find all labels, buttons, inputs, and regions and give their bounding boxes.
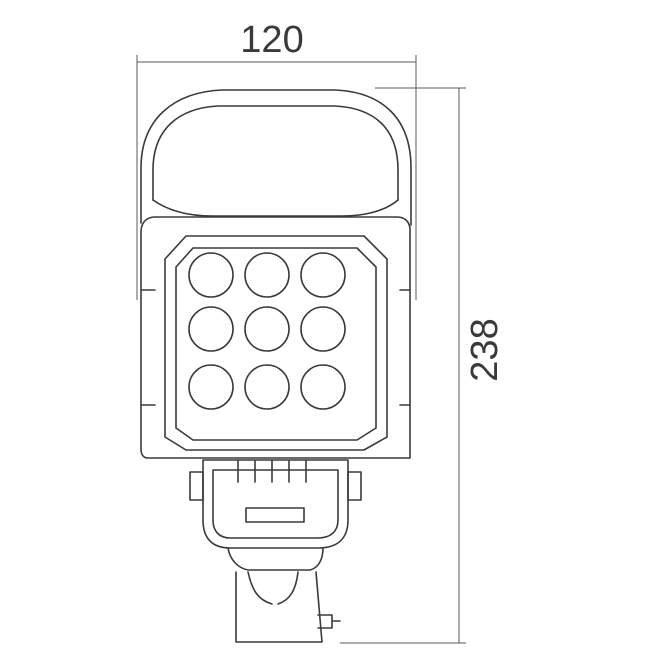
mount-stem bbox=[227, 547, 341, 643]
height-dimension: 238 bbox=[340, 87, 506, 644]
led-9 bbox=[300, 364, 346, 410]
led-1 bbox=[188, 252, 234, 298]
led-grid bbox=[188, 252, 346, 410]
led-6 bbox=[300, 306, 346, 352]
width-dimension: 120 bbox=[136, 19, 417, 300]
lens-frame bbox=[164, 235, 388, 451]
housing bbox=[140, 216, 411, 459]
width-label: 120 bbox=[240, 19, 303, 61]
handle bbox=[140, 89, 412, 226]
led-5 bbox=[244, 306, 290, 352]
height-label: 238 bbox=[464, 318, 506, 381]
led-2 bbox=[244, 252, 290, 298]
led-3 bbox=[300, 252, 346, 298]
led-8 bbox=[244, 364, 290, 410]
led-7 bbox=[188, 364, 234, 410]
mount-bracket bbox=[189, 459, 362, 549]
led-4 bbox=[188, 306, 234, 352]
